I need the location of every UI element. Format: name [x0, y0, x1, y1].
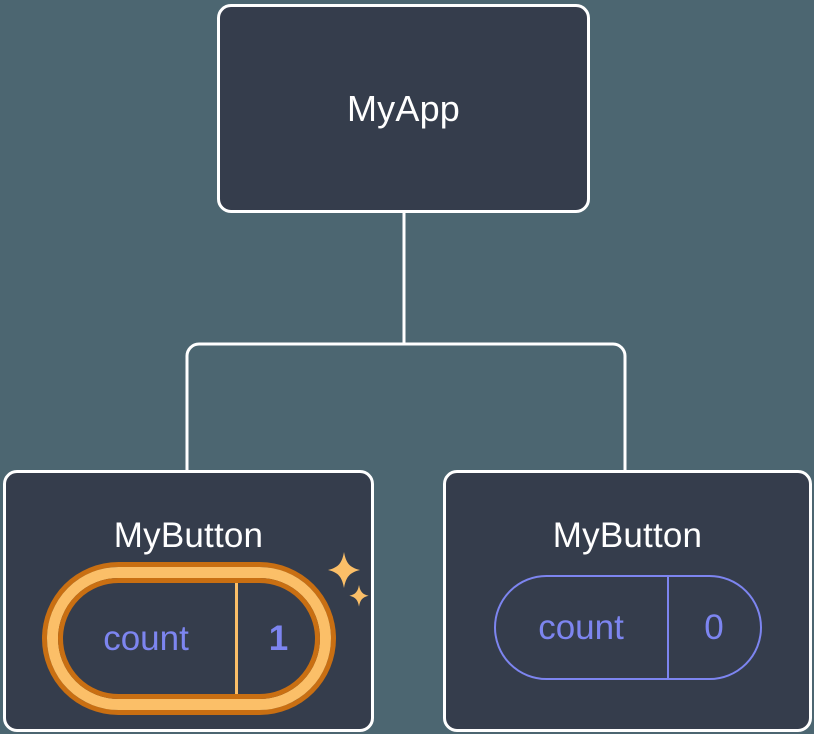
state-value-right: 0: [704, 608, 724, 647]
node-child-right-title: MyButton: [552, 516, 703, 555]
node-root-title: MyApp: [346, 87, 461, 129]
state-key-left: count: [58, 578, 238, 699]
state-key-right: count: [496, 577, 669, 678]
node-child-left[interactable]: MyButton count 1: [3, 470, 374, 732]
connector-left-branch: [185, 342, 404, 470]
state-pill-wrapper-left: count 1: [46, 552, 369, 710]
state-pill-wrapper-right: count 0: [493, 575, 762, 680]
connector-right-branch: [404, 342, 627, 470]
sparkle-small-icon: [348, 585, 369, 607]
state-value-left: 1: [268, 619, 289, 658]
node-child-left-title: MyButton: [113, 516, 264, 555]
node-root[interactable]: MyApp: [217, 4, 590, 213]
state-pill-highlighted[interactable]: count 1: [46, 567, 331, 710]
sparkle-large-icon: [327, 552, 360, 588]
node-child-right[interactable]: MyButton count 0: [443, 470, 812, 732]
state-pill-plain[interactable]: count 0: [493, 575, 762, 680]
